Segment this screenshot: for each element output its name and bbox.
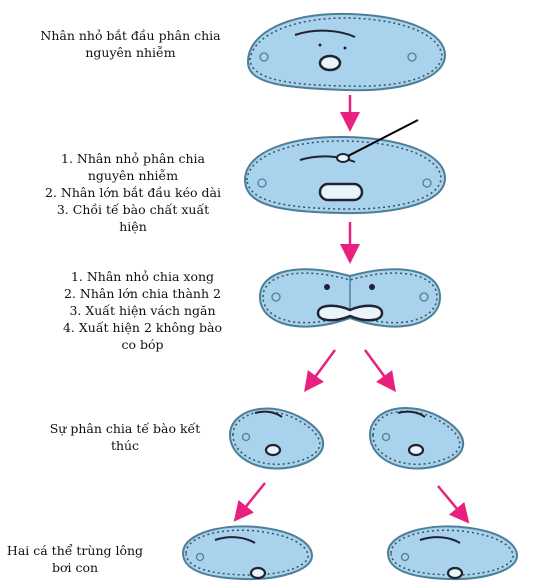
cell-stage-3 [260,269,440,326]
arrow-4-to-5-left [240,483,265,514]
cell-stage-5-left [183,526,312,579]
macronucleus [320,184,362,200]
macronucleus [251,568,265,578]
micronucleus [337,154,349,162]
macronucleus [448,568,462,578]
cell-stage-1 [248,14,445,90]
arrow-3-to-4-left [310,350,335,384]
cell-stage-2 [245,120,445,213]
micronucleus [369,284,375,290]
arrow-4-to-5-right [438,486,463,516]
cell-stage-4-left [230,408,323,468]
arrow-3-to-4-right [365,350,390,384]
cell-body [245,137,445,213]
cell-body [248,14,445,90]
cell-stage-4-right [370,408,463,469]
granule [344,47,347,50]
micronucleus [324,284,330,290]
cell-stage-5-right [388,526,517,579]
granule [319,44,322,47]
macronucleus [320,56,340,70]
cell-body [183,526,312,579]
cell-body [370,408,463,469]
macronucleus [409,445,423,455]
macronucleus [266,445,280,455]
